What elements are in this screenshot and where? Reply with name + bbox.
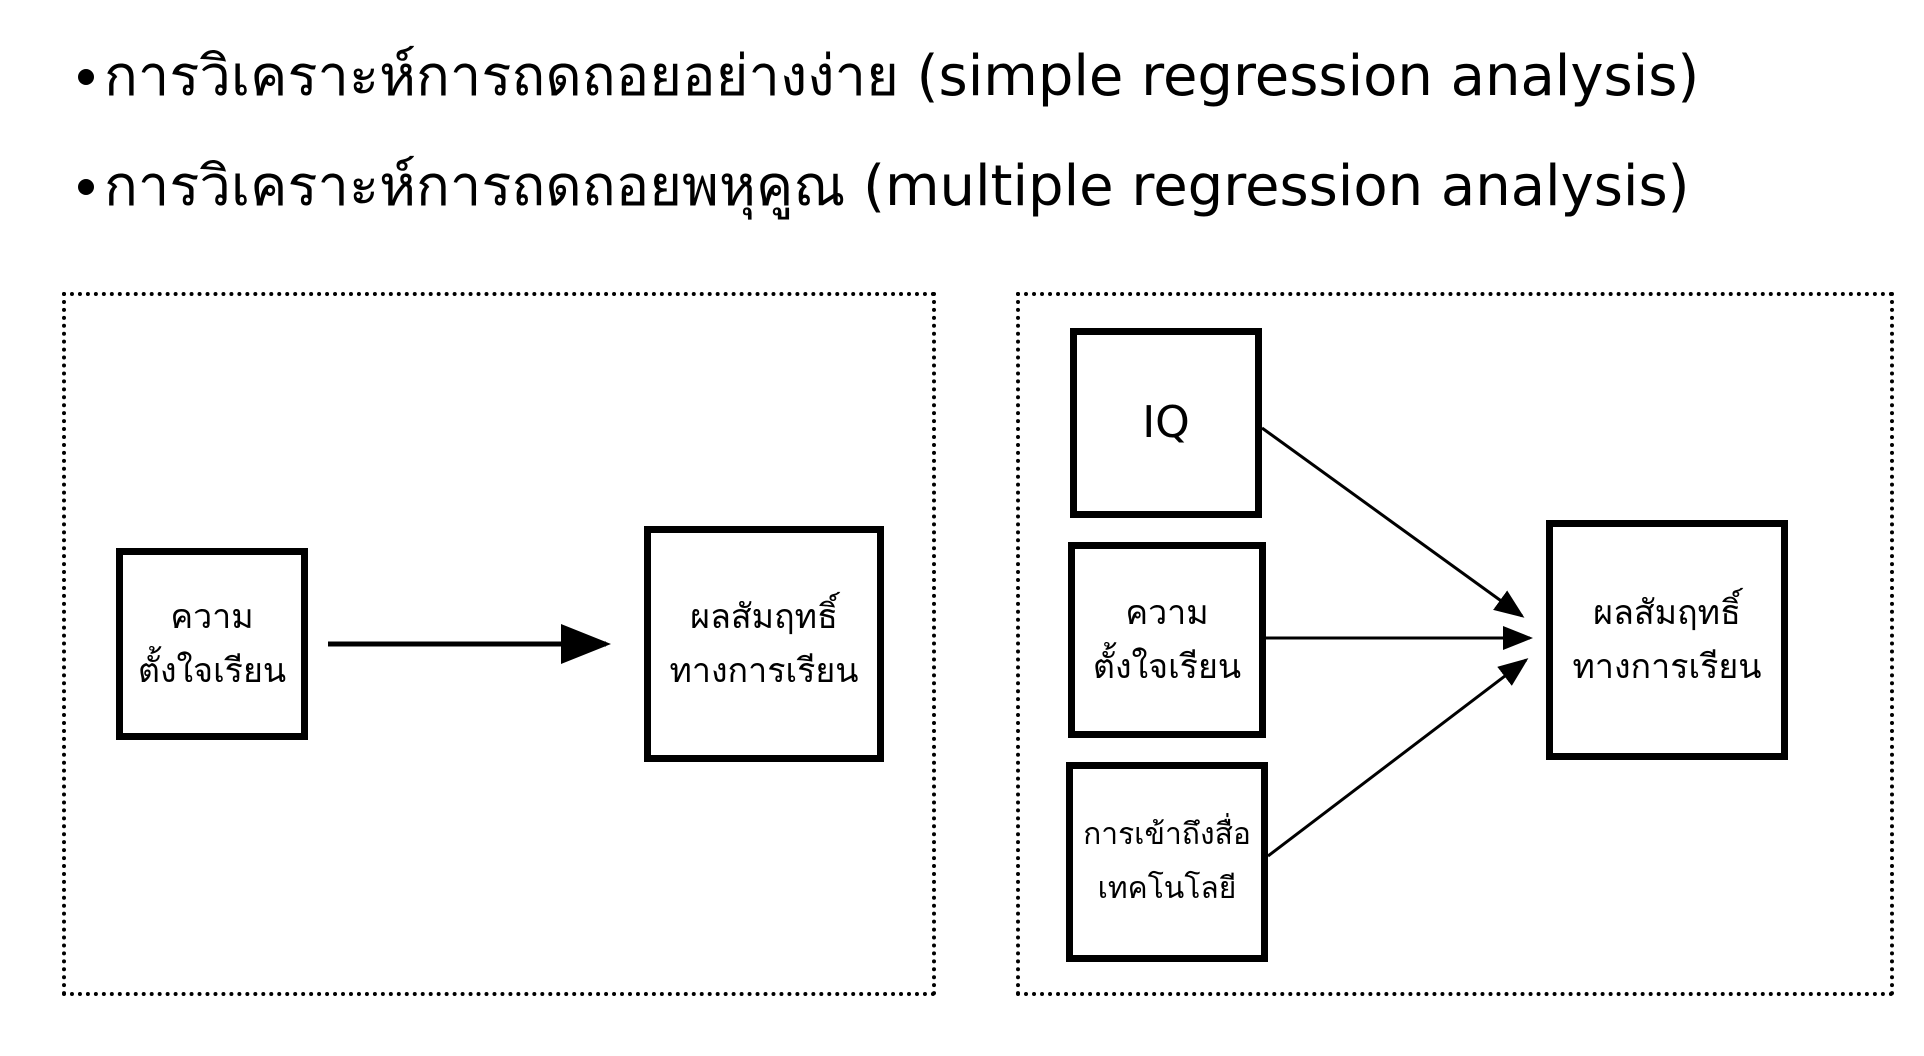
technology-arrow — [1267, 658, 1529, 858]
box-label-line1: ผลสัมฤทธิ์ — [690, 597, 838, 637]
bullet-text: การวิเคราะห์การถดถอยพหุคูณ (multiple reg… — [104, 154, 1690, 219]
simple-regression-panel — [62, 292, 936, 996]
bullet-list: การวิเคราะห์การถดถอยอย่างง่าย (simple re… — [78, 22, 1699, 242]
bullet-multiple-regression: การวิเคราะห์การถดถอยพหุคูณ (multiple reg… — [78, 132, 1699, 242]
box-label-line2: เทคโนโลยี — [1097, 871, 1237, 906]
box-label-line2: ทางการเรียน — [1572, 647, 1762, 687]
multiple-predictor-intention-box: ความ ตั้งใจเรียน — [1068, 542, 1266, 738]
box-label-line2: ทางการเรียน — [669, 651, 859, 691]
bullet-dot-icon — [78, 69, 94, 85]
box-label-line1: ผลสัมฤทธิ์ — [1593, 593, 1741, 633]
box-label-line1: ความ — [170, 597, 254, 637]
multiple-predictor-technology-box: การเข้าถึงสื่อ เทคโนโลยี — [1066, 762, 1268, 962]
iq-arrow — [1261, 426, 1525, 618]
bullet-dot-icon — [78, 179, 94, 195]
simple-outcome-box: ผลสัมฤทธิ์ ทางการเรียน — [644, 526, 884, 762]
bullet-text: การวิเคราะห์การถดถอยอย่างง่าย (simple re… — [104, 44, 1700, 109]
multiple-regression-panel — [1016, 292, 1894, 996]
box-label-line2: ตั้งใจเรียน — [1092, 647, 1242, 687]
multiple-outcome-box: ผลสัมฤทธิ์ ทางการเรียน — [1546, 520, 1788, 760]
box-label-line1: การเข้าถึงสื่อ — [1083, 817, 1251, 852]
box-label-line1: ความ — [1125, 593, 1209, 633]
bullet-simple-regression: การวิเคราะห์การถดถอยอย่างง่าย (simple re… — [78, 22, 1699, 132]
simple-predictor-box: ความ ตั้งใจเรียน — [116, 548, 308, 740]
box-label-line2: ตั้งใจเรียน — [137, 651, 287, 691]
box-label-line1: IQ — [1142, 397, 1190, 448]
multiple-predictor-iq-box: IQ — [1070, 328, 1262, 518]
